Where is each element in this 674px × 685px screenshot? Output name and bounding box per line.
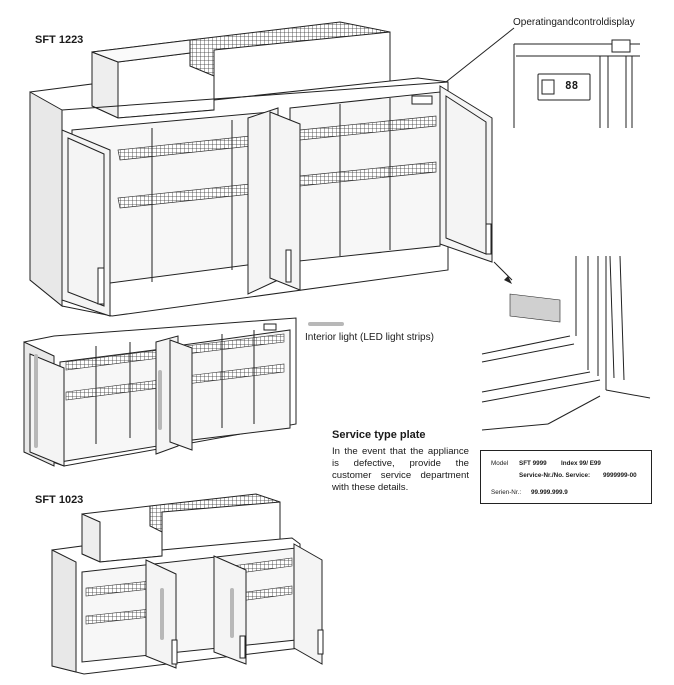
service-plate-text: In the event that the appliance is defec…	[332, 446, 469, 493]
plate-serial-value: 99.999.999.9	[531, 489, 568, 496]
sft1223-cabinet	[29, 21, 493, 317]
door-middle-right	[269, 111, 301, 291]
display-caption: Operatingandcontroldisplay	[513, 17, 635, 28]
display-readout: 88	[565, 79, 579, 92]
type-plate: Model SFT 9999 Index 99/ E99 Service-Nr.…	[480, 450, 652, 504]
plate-location-inset	[481, 255, 651, 431]
display-inset	[513, 39, 640, 128]
door-right	[439, 85, 493, 263]
service-plate-title: Service type plate	[332, 429, 426, 441]
plate-service-value: 9999999-00	[603, 472, 637, 479]
led-caption: Interior light (LED light strips)	[305, 332, 434, 343]
sft1023-cabinet	[51, 493, 324, 675]
model-label-sft1023: SFT 1023	[35, 494, 84, 506]
plate-index-value: Index 99/ E99	[561, 460, 601, 467]
plate-model-label: Model	[491, 460, 509, 467]
led-cabinet	[23, 317, 297, 467]
plate-service-label: Service-Nr./No. Service:	[519, 472, 591, 479]
model-label-sft1223: SFT 1223	[35, 34, 84, 46]
led-strips	[34, 322, 344, 448]
plate-serial-label: Serien-Nr.:	[491, 489, 522, 496]
led-strips-sft1023	[160, 588, 234, 640]
plate-model-value: SFT 9999	[519, 460, 547, 467]
